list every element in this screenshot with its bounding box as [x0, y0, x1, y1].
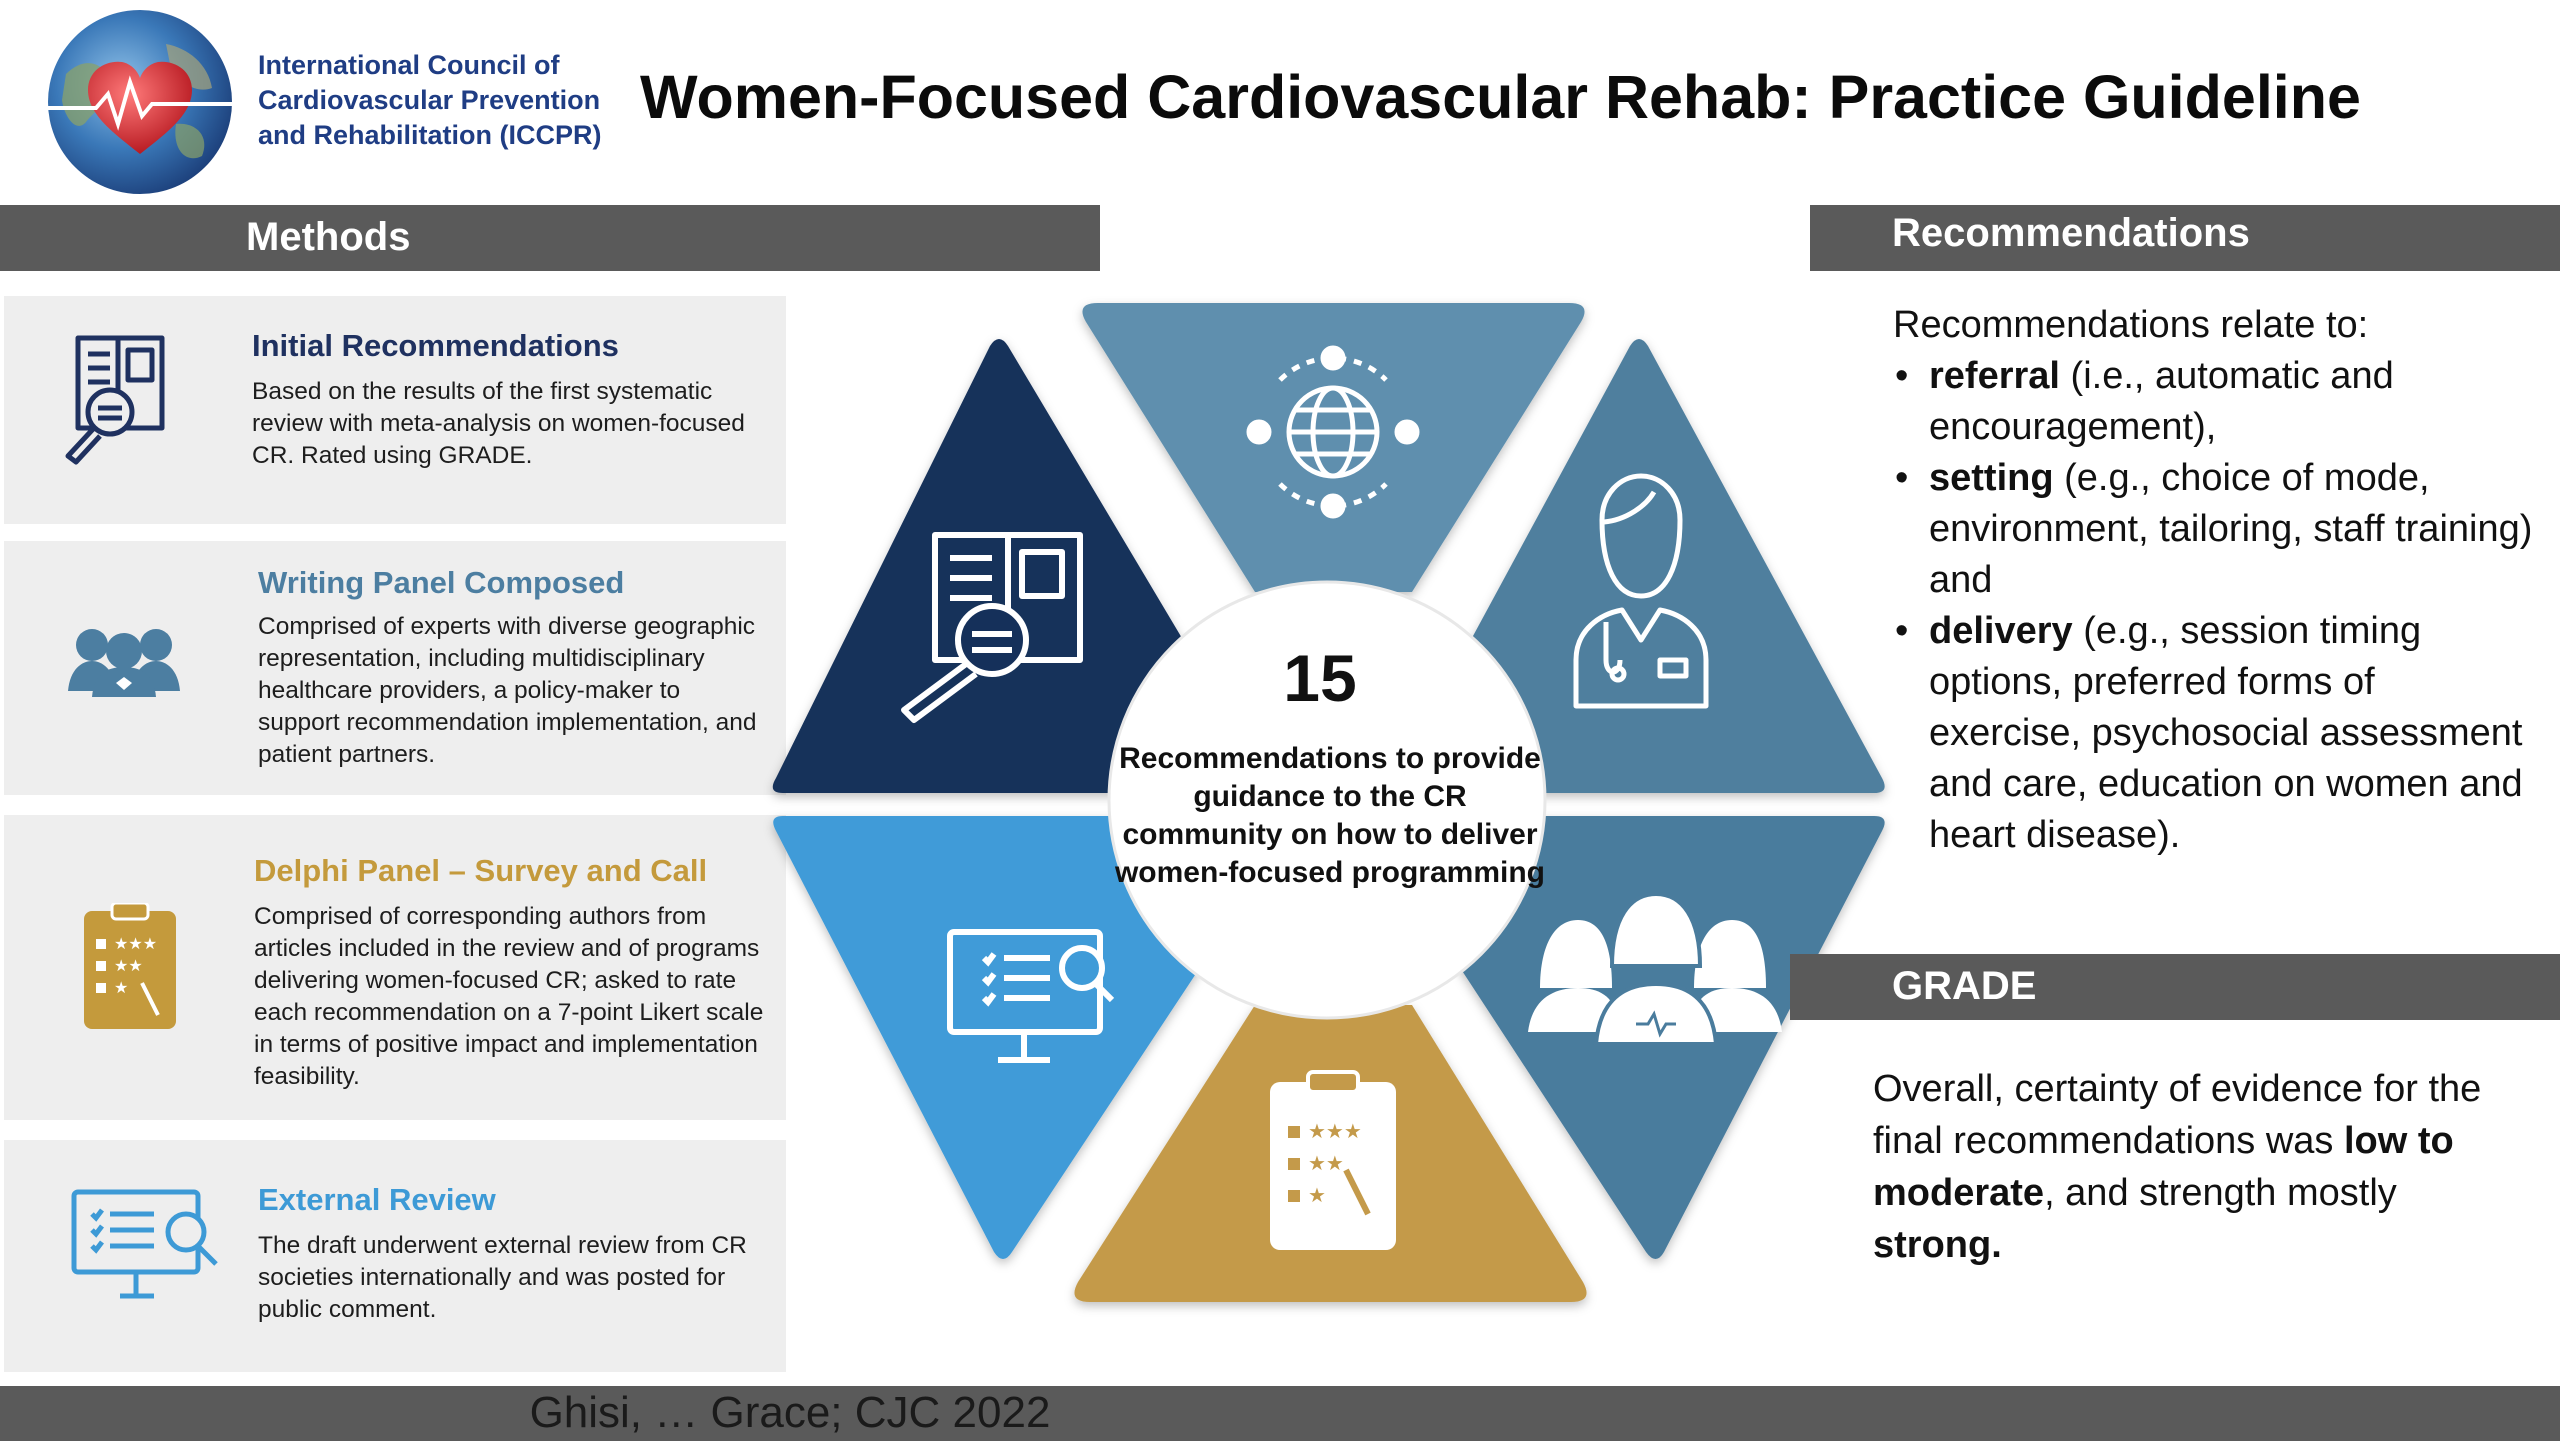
svg-text:★: ★ [114, 978, 128, 997]
org-name-line: and Rehabilitation (ICCPR) [258, 120, 602, 150]
women-group-icon [1528, 891, 1782, 1046]
monitor-search-icon [947, 929, 1115, 1063]
org-name-line: International Council of [258, 50, 560, 80]
center-description: Recommendations to provide guidance to t… [1114, 742, 1546, 889]
women-group-icon [64, 621, 184, 706]
monitor-search-icon [70, 1188, 230, 1309]
methods-header-bar [0, 205, 1100, 271]
svg-text:★★★: ★★★ [1308, 1119, 1362, 1143]
grade-strength: strong. [1873, 1224, 2002, 1266]
recommendations-header-bar [1810, 205, 2560, 271]
hex-segment-top [1082, 303, 1585, 592]
grade-text-part: Overall, certainty of evidence for the f… [1873, 1068, 2482, 1162]
method-panel-writing-panel: Writing Panel Composed Comprised of expe… [4, 541, 786, 795]
recommendations-list: referral (i.e., automatic and encouragem… [1893, 351, 2533, 861]
method-panel-external-review: External Review The draft underwent exte… [4, 1140, 786, 1372]
female-doctor-icon [1573, 473, 1709, 709]
panel-body: The draft underwent external review from… [258, 1232, 747, 1323]
svg-text:★★: ★★ [114, 956, 143, 975]
panel-body: Comprised of corresponding authors from … [254, 903, 764, 1090]
list-item: referral (i.e., automatic and encouragem… [1893, 351, 2533, 453]
list-item-term: referral [1929, 355, 2060, 397]
globe-network-icon [1246, 345, 1420, 519]
book-magnifier-icon [901, 532, 1083, 723]
list-item-term: delivery [1929, 610, 2073, 652]
svg-text:★★★: ★★★ [114, 934, 157, 953]
panel-title: Writing Panel Composed [258, 565, 625, 600]
grade-header-bar [1790, 954, 2560, 1020]
list-item: setting (e.g., choice of mode, environme… [1893, 453, 2533, 606]
hex-segment-bottom-left [773, 816, 1205, 1259]
panel-body: Based on the results of the first system… [252, 378, 745, 469]
list-item-detail: (e.g., session timing options, preferred… [1929, 610, 2523, 856]
hex-segment-top-left [772, 339, 1195, 793]
page-title: Women-Focused Cardiovascular Rehab: Prac… [640, 63, 2361, 131]
iccpr-logo [26, 4, 254, 200]
svg-text:★: ★ [1308, 1183, 1326, 1207]
recommendation-count: 15 [1283, 641, 1357, 715]
panel-title: External Review [258, 1182, 496, 1217]
method-panel-delphi-panel: ★★★ ★★ ★ Delphi Panel – Survey and Call … [4, 815, 786, 1120]
recommendations-intro: Recommendations relate to: [1893, 304, 2369, 346]
method-panel-initial-recommendations: Initial Recommendations Based on the res… [4, 296, 786, 524]
citation: Ghisi, … Grace; CJC 2022 [529, 1388, 1051, 1437]
list-item-detail: (e.g., choice of mode, environment, tail… [1929, 457, 2533, 601]
rating-clipboard-icon: ★★★ ★★ ★ [1270, 1070, 1396, 1250]
center-circle [1107, 580, 1547, 1020]
panel-title: Delphi Panel – Survey and Call [254, 853, 708, 888]
recommendations-heading: Recommendations [1892, 211, 2250, 255]
organization-name: International Council of Cardiovascular … [258, 48, 618, 153]
list-item-detail: (i.e., automatic and encouragement), [1929, 355, 2394, 448]
list-item: delivery (e.g., session timing options, … [1893, 606, 2533, 861]
rating-clipboard-icon: ★★★ ★★ ★ [82, 901, 178, 1036]
footer-bar [0, 1386, 2560, 1441]
org-name-line: Cardiovascular Prevention [258, 85, 601, 115]
list-item-term: setting [1929, 457, 2054, 499]
grade-certainty: low to moderate [1873, 1120, 2454, 1214]
panel-body: Comprised of experts with diverse geogra… [258, 613, 757, 768]
panel-title: Initial Recommendations [252, 328, 619, 363]
grade-text-part: , and strength mostly [2044, 1172, 2397, 1214]
grade-heading: GRADE [1892, 964, 2037, 1008]
methods-heading: Methods [246, 215, 411, 259]
svg-text:★★: ★★ [1308, 1151, 1344, 1175]
recommendations-text: Recommendations relate to: referral (i.e… [1893, 300, 2533, 861]
hexagon-diagram: ★★★ ★★ ★ [760, 290, 1900, 1320]
grade-text: Overall, certainty of evidence for the f… [1873, 1063, 2513, 1271]
book-magnifier-icon [58, 328, 178, 473]
